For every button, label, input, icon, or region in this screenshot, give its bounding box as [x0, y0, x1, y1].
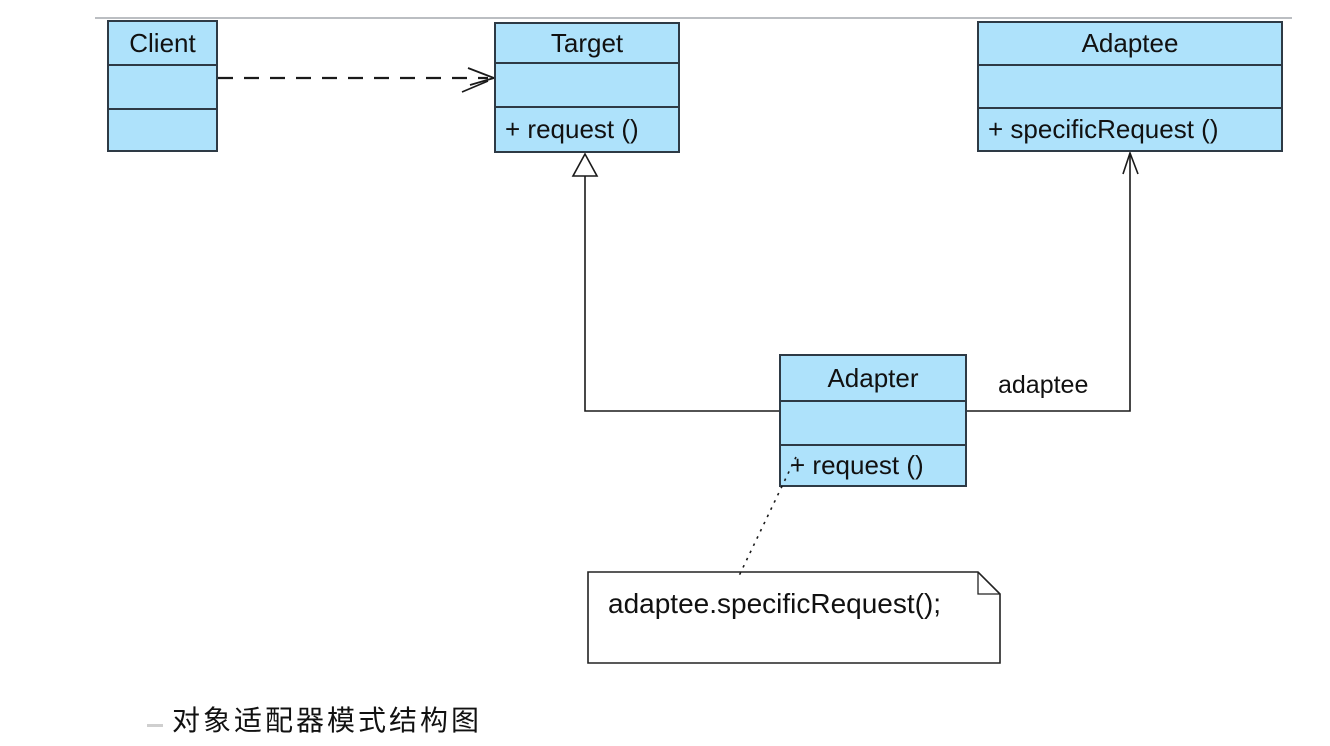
association-line — [967, 155, 1131, 412]
faint-dash-mark — [147, 724, 163, 727]
class-methods-client — [109, 108, 216, 150]
class-methods-adaptee: + specificRequest () — [979, 107, 1281, 150]
generalization-hollow-triangle — [571, 152, 599, 177]
class-name-adapter: Adapter — [827, 362, 919, 393]
class-box-adaptee: Adaptee + specificRequest () — [977, 21, 1283, 152]
association-open-arrowhead — [1122, 150, 1139, 175]
class-name-target: Target — [550, 27, 624, 58]
class-box-adapter: Adapter + request () — [779, 354, 967, 487]
note-connector-dotted-line — [737, 456, 797, 579]
note-fold-corner — [977, 572, 1000, 595]
class-box-client: Client — [107, 20, 218, 152]
class-box-target: Target + request () — [494, 22, 680, 153]
class-methods-target: + request () — [496, 106, 678, 151]
diagram-caption: 对象适配器模式结构图 — [172, 704, 483, 737]
class-attributes-target — [496, 62, 678, 106]
generalization-line — [584, 176, 780, 412]
class-attributes-client — [109, 64, 216, 108]
dependency-arrowhead-extra-stroke — [461, 80, 489, 93]
note-text: adaptee.specificRequest(); — [608, 588, 942, 619]
class-name-adaptee: Adaptee — [1081, 28, 1179, 58]
class-attributes-adaptee — [979, 64, 1281, 107]
class-name-client: Client — [129, 27, 196, 58]
class-attributes-adapter — [781, 400, 965, 444]
class-methods-adapter: + request () — [781, 444, 965, 485]
association-role-label: adaptee — [998, 371, 1089, 399]
note-shape — [587, 571, 1001, 664]
